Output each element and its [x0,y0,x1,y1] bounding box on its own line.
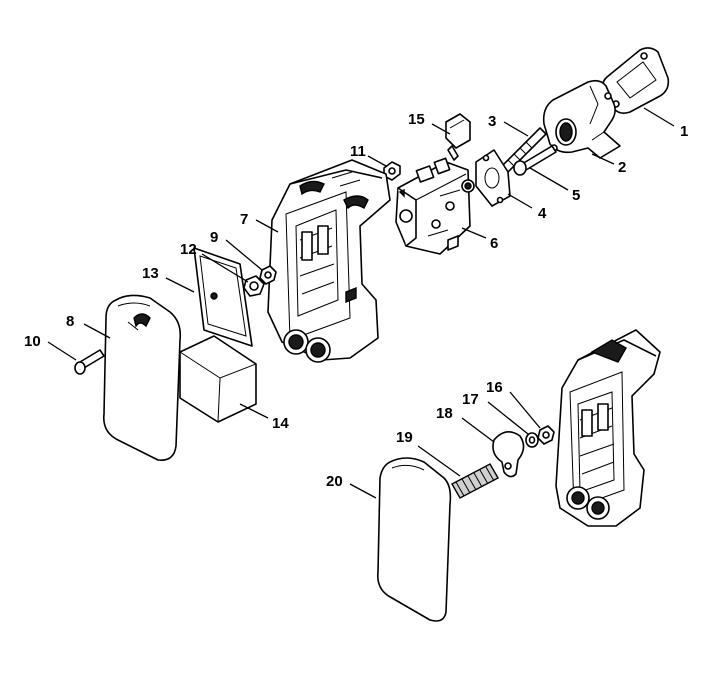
part-4-gasket [475,149,511,207]
part-8-filter-cover [102,294,182,462]
leader-17 [487,401,529,435]
leader-20 [349,483,377,499]
part-9-nut [259,265,277,285]
leader-4 [507,193,533,209]
callout-2: 2 [618,159,626,176]
leader-lines [47,107,675,499]
leader-16 [509,391,541,429]
callout-labels: 1 2 3 4 5 6 7 8 9 10 11 12 13 14 15 16 1… [24,111,688,490]
part-13-filter-plate [193,247,253,347]
callout-14: 14 [272,415,289,432]
leader-9 [225,239,263,271]
leader-6 [461,227,487,239]
part-5-screw [513,145,557,176]
part-12-nut [243,275,265,297]
leader-10 [47,341,77,361]
callout-9: 9 [210,229,218,246]
housing-variant-right [555,329,661,527]
callout-12: 12 [180,241,197,258]
part-2-intake-flange [542,79,621,159]
callout-10: 10 [24,333,41,350]
callout-4: 4 [538,205,547,222]
callout-1: 1 [680,123,688,140]
leader-15 [431,123,451,135]
part-18-clip [492,431,525,478]
leader-1 [643,107,675,127]
leader-2 [591,153,615,165]
callout-7: 7 [240,211,248,228]
part-19-spring [451,463,499,499]
leader-18 [461,417,495,443]
callout-18: 18 [436,405,453,422]
part-17-washer [525,432,539,448]
callout-13: 13 [142,265,159,282]
leader-8 [83,323,111,339]
callout-6: 6 [490,235,498,252]
leader-3 [503,121,529,137]
leader-13 [165,277,195,293]
callout-5: 5 [572,187,580,204]
callout-15: 15 [408,111,425,128]
part-7-housing [267,159,391,363]
leader-19 [417,445,461,477]
leader-12 [201,253,249,283]
leader-7 [255,219,279,233]
part-20-filter-cover [376,457,452,622]
leader-14 [239,403,269,419]
part-6-carburetor [395,157,475,255]
part-14-filter-block [179,335,257,423]
callout-11: 11 [350,143,366,160]
leader-11 [367,155,387,167]
callout-8: 8 [66,313,74,330]
part-10-screw [74,349,105,375]
callout-3: 3 [488,113,496,130]
callout-17: 17 [462,391,479,408]
callout-20: 20 [326,473,343,490]
part-15-choke-lever [445,113,471,161]
callout-16: 16 [486,379,503,396]
part-16-nut [537,425,555,445]
leader-5 [529,167,569,191]
callout-19: 19 [396,429,413,446]
